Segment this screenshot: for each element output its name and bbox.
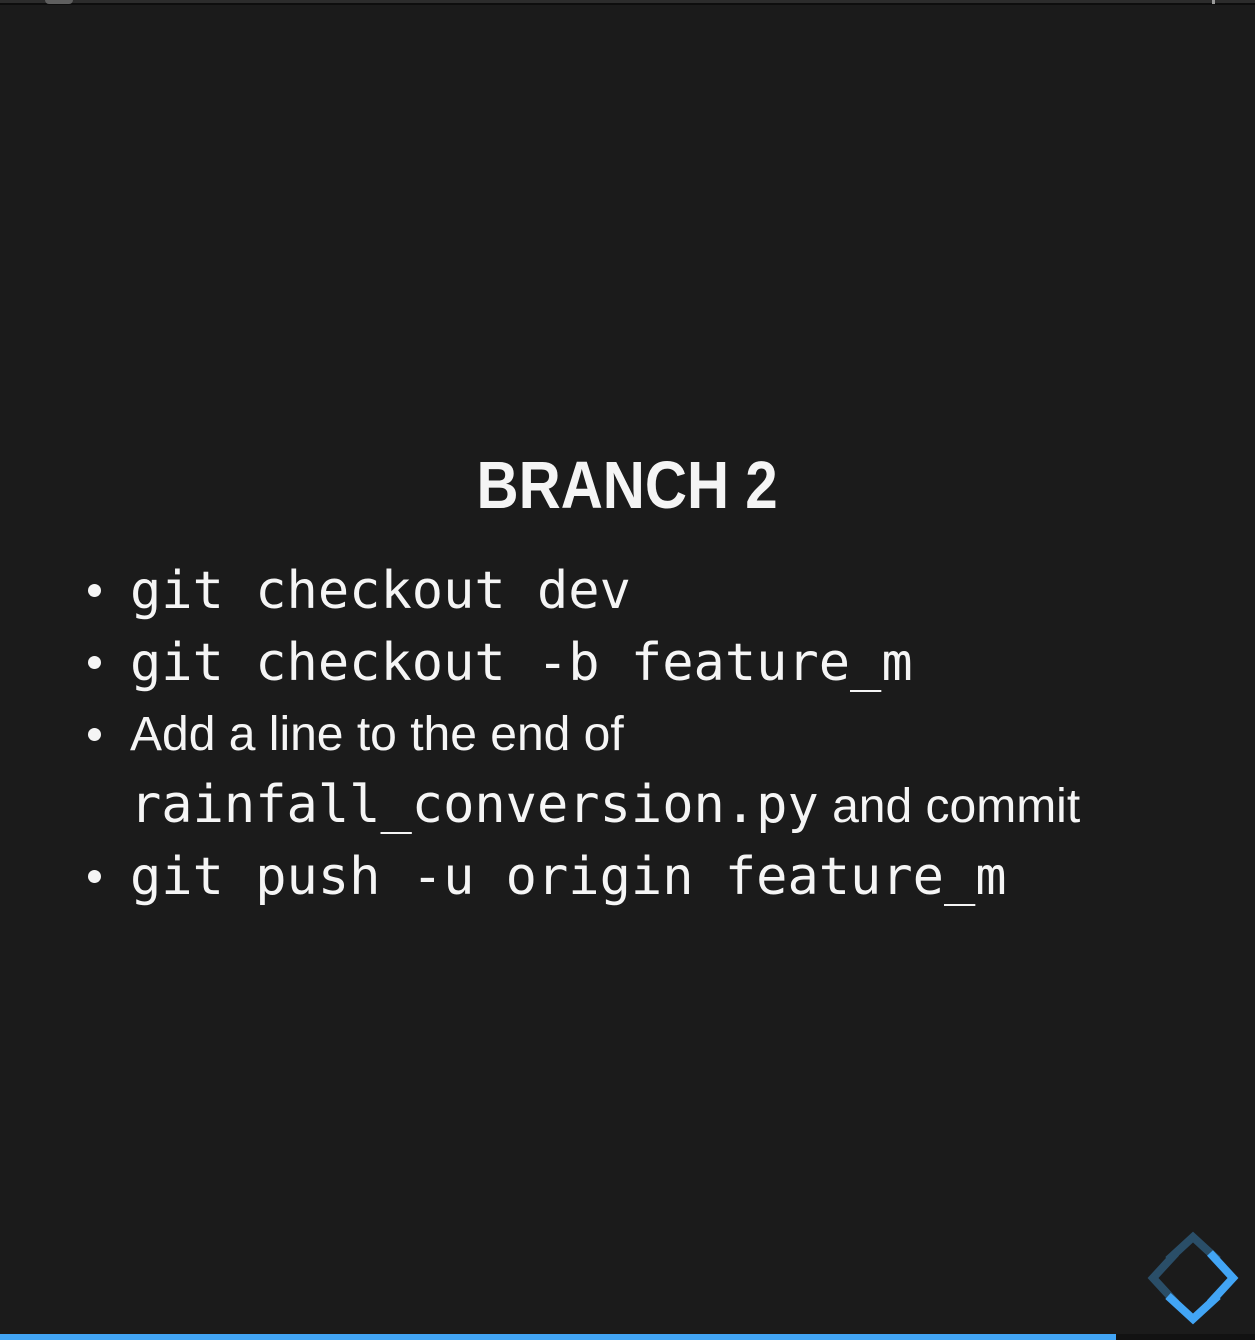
bullet-list: git checkout dev git checkout -b feature… xyxy=(0,556,1255,914)
code-text: rainfall_conversion.py xyxy=(130,775,819,835)
bullet-icon xyxy=(88,656,101,669)
slide-navigation-controls xyxy=(1147,1231,1239,1325)
bullet-icon xyxy=(88,584,101,597)
nav-up-icon[interactable] xyxy=(1165,1231,1221,1263)
nav-down-icon[interactable] xyxy=(1165,1293,1221,1325)
code-text: git checkout -b feature_m xyxy=(130,633,913,693)
slide: BRANCH 2 git checkout dev git checkout -… xyxy=(0,7,1255,1333)
code-text: git push -u origin feature_m xyxy=(130,847,1007,907)
bullet-item: Add a line to the end of rainfall_conver… xyxy=(0,700,1255,842)
bullet-item: git push -u origin feature_m xyxy=(0,842,1255,914)
progress-bar-fill xyxy=(0,1334,1116,1340)
bullet-item: git checkout dev xyxy=(0,556,1255,628)
code-text: git checkout dev xyxy=(130,561,631,621)
bullet-item: git checkout -b feature_m xyxy=(0,628,1255,700)
slide-title: BRANCH 2 xyxy=(0,451,1255,521)
bullet-text: and commit xyxy=(818,780,1081,833)
nav-left-icon[interactable] xyxy=(1147,1250,1179,1306)
bullet-text: Add a line to the end of xyxy=(130,708,624,761)
browser-chrome-strip xyxy=(0,0,1255,5)
bullet-icon xyxy=(88,728,101,741)
chrome-tick-fragment xyxy=(1212,0,1215,4)
bullet-icon xyxy=(88,870,101,883)
progress-bar[interactable] xyxy=(0,1334,1255,1340)
nav-right-icon[interactable] xyxy=(1207,1250,1239,1306)
tab-handle-fragment xyxy=(45,0,73,4)
slide-title-text: BRANCH 2 xyxy=(476,448,779,523)
